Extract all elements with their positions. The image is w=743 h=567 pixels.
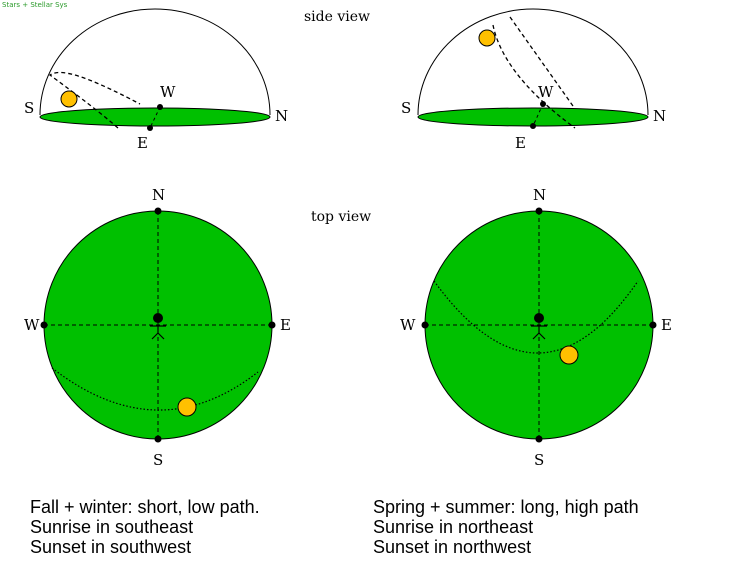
left-caption-line: Sunset in southwest	[30, 537, 192, 557]
right-top-w-dot	[421, 321, 429, 329]
right-side-label-s: S	[401, 99, 411, 117]
right-top-label-e: E	[661, 316, 672, 334]
right-top-s-dot	[535, 435, 543, 443]
left-top-label-e: E	[280, 316, 291, 334]
right-caption: Spring + summer: long, high path Sunrise…	[373, 497, 639, 557]
left-top-label-n: N	[152, 186, 165, 204]
left-side-sun	[60, 90, 78, 108]
left-side-view: S N W E	[24, 8, 288, 152]
side-view-heading: side view	[304, 9, 370, 25]
left-side-ground	[39, 107, 271, 127]
left-top-w-dot	[40, 321, 48, 329]
right-side-e-dot	[530, 123, 536, 129]
left-top-label-s: S	[153, 451, 163, 469]
right-top-n-dot	[535, 207, 543, 215]
left-side-ew-line	[149, 106, 161, 129]
left-caption-line: Fall + winter: short, low path.	[30, 497, 260, 517]
corner-credit: Stars + Stellar Sys	[2, 1, 68, 9]
top-view-heading: top view	[311, 209, 371, 225]
left-top-observer-icon	[150, 325, 166, 340]
left-top-sun	[177, 397, 197, 417]
right-top-sun-path	[433, 280, 639, 354]
left-top-e-dot	[268, 321, 276, 329]
left-side-label-w: W	[160, 83, 176, 101]
left-side-label-s: S	[24, 99, 34, 117]
left-side-w-dot	[157, 104, 163, 110]
left-top-center-dot	[153, 313, 163, 323]
right-top-center-dot	[534, 313, 544, 323]
left-top-sun-path	[51, 367, 259, 411]
left-top-view: N S W E	[24, 186, 291, 469]
left-side-label-n: N	[275, 107, 288, 125]
right-top-label-w: W	[400, 316, 416, 334]
left-caption-line: Sunrise in southeast	[30, 517, 194, 537]
right-side-label-e: E	[515, 134, 526, 152]
right-side-view: S N W E	[401, 8, 666, 152]
right-side-dome	[417, 8, 649, 116]
right-caption-line: Spring + summer: long, high path	[373, 497, 639, 517]
left-caption: Fall + winter: short, low path. Sunrise …	[30, 497, 260, 557]
left-side-sun-path	[48, 71, 141, 129]
left-side-label-e: E	[137, 134, 148, 152]
right-side-label-w: W	[538, 83, 554, 101]
right-side-label-n: N	[653, 107, 666, 125]
right-side-w-dot	[540, 101, 546, 107]
right-top-label-n: N	[533, 186, 546, 204]
right-side-sun	[478, 29, 496, 47]
right-side-sun-path	[492, 16, 576, 129]
left-side-e-dot	[147, 125, 153, 131]
right-side-ew-line	[532, 103, 544, 127]
right-top-observer-icon	[531, 325, 547, 340]
right-top-view: N S W E	[400, 186, 672, 469]
left-top-s-dot	[154, 435, 162, 443]
left-top-n-dot	[154, 207, 162, 215]
right-caption-line: Sunset in northwest	[373, 537, 532, 557]
right-caption-line: Sunrise in northeast	[373, 517, 534, 537]
left-side-dome	[39, 8, 271, 116]
right-top-e-dot	[649, 321, 657, 329]
left-top-label-w: W	[24, 316, 40, 334]
right-top-sun	[559, 345, 579, 365]
right-top-label-s: S	[534, 451, 544, 469]
